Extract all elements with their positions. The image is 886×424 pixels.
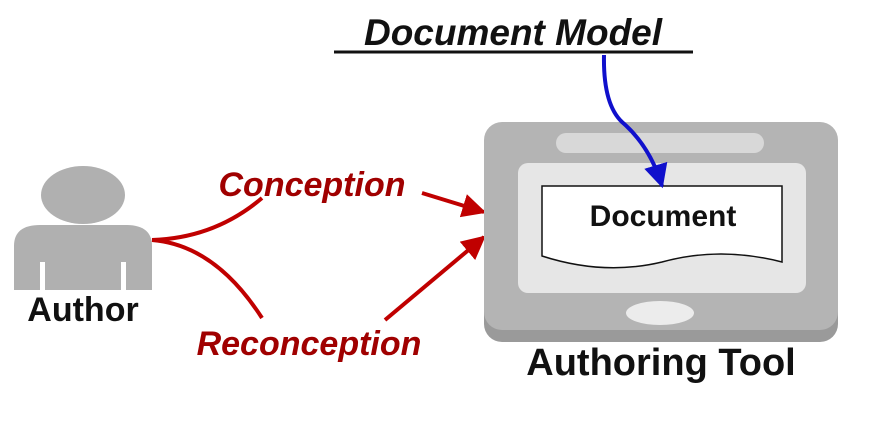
diagram-title: Document Model (364, 12, 663, 53)
author-label: Author (27, 291, 138, 329)
authoring-tool-label: Authoring Tool (526, 342, 795, 384)
reconception-label: Reconception (197, 325, 422, 363)
conception-label: Conception (219, 166, 406, 204)
reconception-arrow-head (383, 235, 486, 322)
document-shape (541, 185, 783, 269)
reconception-arrow (151, 238, 264, 320)
model-arrow (601, 54, 668, 189)
document-label: Document (590, 200, 737, 233)
person-icon (14, 166, 152, 290)
conception-arrow-head (421, 191, 487, 218)
conception-arrow (151, 196, 264, 242)
